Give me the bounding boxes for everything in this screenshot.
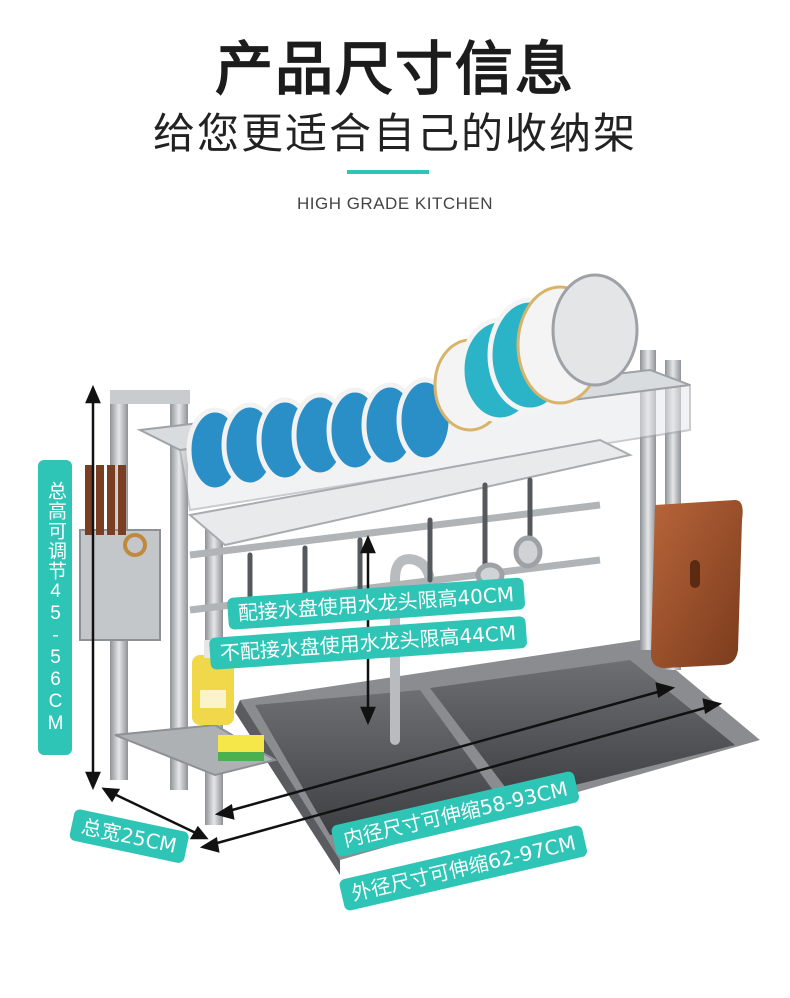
dimension-lines: [85, 384, 723, 853]
page-title: 产品尺寸信息: [214, 35, 575, 103]
detergent-bottle: [192, 640, 234, 725]
sink: [235, 640, 760, 875]
plates: [433, 273, 639, 432]
page-subtitle: 给您更适合自己的收纳架: [152, 109, 637, 158]
hanging-utensils: [247, 477, 543, 613]
bowls: [186, 377, 454, 493]
tagline: HIGH GRADE KITCHEN: [296, 194, 494, 213]
accent-divider: [347, 170, 429, 174]
sponge: [218, 735, 264, 761]
cutting-board: [650, 500, 743, 668]
total-height-label: 总高可调节45-56CM: [38, 460, 72, 755]
